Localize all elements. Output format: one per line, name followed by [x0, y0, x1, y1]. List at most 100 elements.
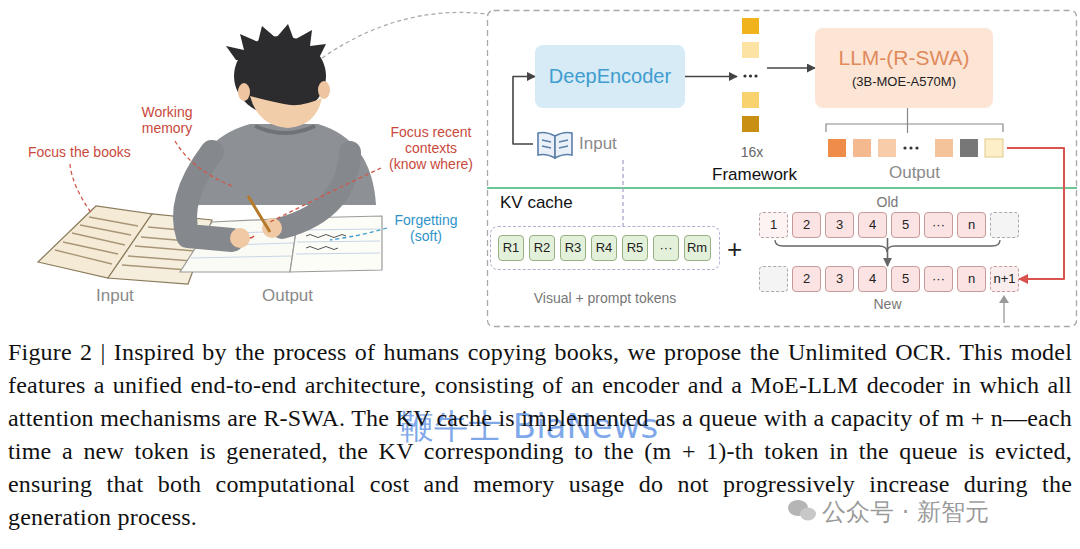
kv-old-cell: n [957, 212, 986, 238]
annotation: Focus the books [28, 144, 131, 160]
section-label: KV cache [500, 193, 573, 213]
path-shape [999, 295, 1009, 303]
node-label: R2 [534, 241, 551, 256]
boy-figure [185, 24, 376, 248]
plus-sign: + [727, 234, 742, 265]
kv-new-cell: 3 [825, 266, 854, 292]
section-label-box: KV cache [500, 193, 573, 213]
kv-new-cell: 5 [891, 266, 920, 292]
kv-prefix-cell: ··· [653, 235, 679, 261]
path-shape [226, 24, 326, 60]
wechat-icon [788, 500, 816, 521]
input-source: Input [533, 128, 633, 160]
circle-shape [915, 146, 918, 149]
node-label: DeepEncoder [549, 65, 671, 88]
rect-shape [742, 42, 759, 58]
path-shape [282, 152, 350, 228]
section-label: Framework [712, 165, 797, 185]
new-queue: New 234 5 ··· n n+1 [755, 266, 1020, 312]
kv-prefix-cell: R5 [622, 235, 648, 261]
path-shape [270, 168, 381, 222]
illustration-caption: Output [262, 286, 313, 306]
kv-new-cell: ··· [924, 266, 953, 292]
rect-shape [742, 92, 759, 108]
rect-shape [828, 139, 846, 157]
node-label: n [968, 272, 975, 287]
node-label: R3 [565, 241, 582, 256]
illustration-caption-box: Input [96, 286, 134, 306]
connector [622, 160, 623, 226]
path-shape [175, 141, 232, 186]
encoder-box: DeepEncoder [535, 45, 685, 108]
path-shape [322, 12, 487, 58]
kv-new-cell: n+1 [990, 266, 1019, 292]
kv-old-cell: ··· [924, 212, 953, 238]
figure-caption: Figure 2 | Inspired by the process of hu… [8, 336, 1072, 534]
section-label-box: Framework [712, 165, 797, 185]
rect-shape [935, 139, 953, 157]
line-shape [296, 253, 380, 254]
kv-prefix-cell: Rm [684, 235, 711, 261]
illustration-caption-box: Output [262, 286, 313, 306]
path-shape [70, 164, 92, 214]
path-shape [250, 96, 322, 128]
rect-shape [960, 139, 978, 157]
line-shape [248, 196, 270, 232]
node-label: 1 [770, 218, 777, 233]
watermark-box: 公众号 · 新智元 [822, 496, 989, 528]
kv-new-cell: n [957, 266, 986, 292]
rect-shape [853, 139, 871, 157]
rect-shape [742, 18, 759, 34]
circle-shape [903, 146, 906, 149]
kv-prefix-cell: R3 [560, 235, 586, 261]
node-label: 2 [803, 272, 810, 287]
node-label: n [968, 218, 975, 233]
line-shape [122, 265, 188, 270]
kv-prefix-cell: R2 [529, 235, 555, 261]
line-shape [72, 233, 125, 245]
path-shape [887, 240, 1000, 252]
output-token-squares [828, 139, 1003, 157]
node-label: R1 [503, 241, 520, 256]
kv-prefix-cell: R1 [498, 235, 524, 261]
output-bracket [826, 124, 1003, 132]
connector [513, 77, 535, 145]
node-label: New [873, 296, 901, 312]
node-label: 3 [836, 218, 843, 233]
node-label: Output [889, 163, 940, 183]
line-shape [542, 140, 551, 142]
old-queue: Old12345···n [755, 194, 1020, 238]
decoder-box: LLM-(R-SWA)(3B-MOE-A570M) [815, 28, 993, 108]
node-label: 5 [902, 218, 909, 233]
output-tokens: Output [822, 133, 1007, 183]
token-stack-squares [742, 18, 759, 132]
kv-old-cell: 1 [759, 212, 788, 238]
path-shape [185, 152, 232, 240]
node-label: LLM-(R-SWA) [838, 46, 969, 70]
annotation-box: Focus the books [28, 144, 131, 160]
kv-old-cell: 4 [858, 212, 887, 238]
node-label: 4 [869, 218, 876, 233]
annotation-box: Focus recent contexts (know where) [386, 124, 476, 172]
empty-slot [759, 266, 788, 292]
kv-old-cell: 5 [891, 212, 920, 238]
line-shape [542, 146, 551, 148]
node-label: 5 [902, 272, 909, 287]
connector [887, 238, 889, 266]
path-shape [538, 132, 555, 158]
kv-prefix-cell: R4 [591, 235, 617, 261]
annotation: Forgetting (soft) [390, 212, 462, 244]
node-label: 2 [803, 218, 810, 233]
line-shape [128, 256, 192, 261]
node-label: ··· [660, 241, 673, 256]
line-shape [559, 146, 568, 148]
path-shape [555, 132, 572, 158]
node-label: 4 [869, 272, 876, 287]
node-label: ··· [932, 272, 945, 287]
node-label: n+1 [993, 272, 1015, 287]
node-label: Input [579, 134, 617, 154]
node-label: 16x [741, 144, 764, 160]
connector [767, 67, 815, 69]
line-shape [55, 250, 112, 264]
node-label: Rm [687, 241, 707, 256]
